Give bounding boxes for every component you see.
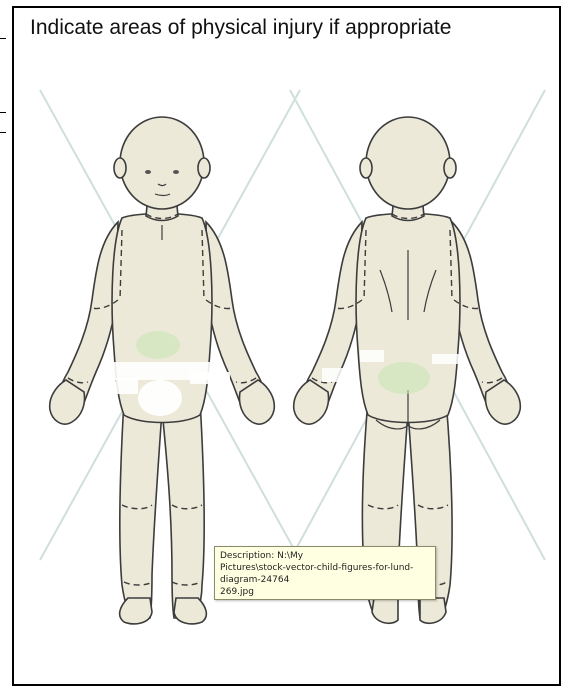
front-right-foot [174,598,206,624]
tooltip-line: Pictures\stock-vector-child-figures-for-… [220,562,430,586]
front-left-foot [120,598,152,624]
tooltip-line: 269.jpg [220,586,430,598]
tooltip-line: Description: N:\My [220,550,430,562]
back-right-arm [452,222,510,408]
image-description-tooltip: Description: N:\My Pictures\stock-vector… [214,546,436,600]
back-right-foot [420,598,446,623]
front-left-arm [60,222,118,408]
front-left-leg [120,400,162,618]
back-left-foot [372,598,398,623]
back-head [366,117,450,209]
